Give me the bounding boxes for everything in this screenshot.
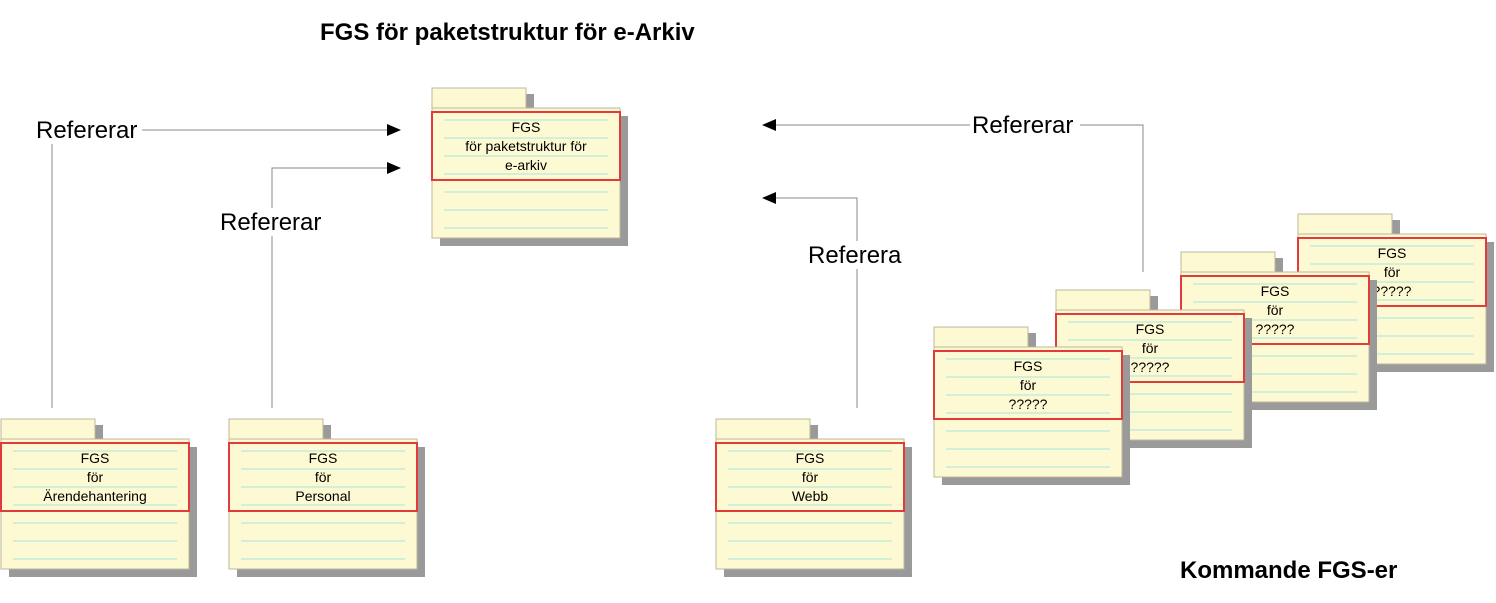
folder-central-line3: e-arkiv xyxy=(505,157,547,173)
label-referera-right-mid: Referera xyxy=(808,242,902,269)
folder-webb-line3: Webb xyxy=(792,488,829,504)
folder-future-2-line2: för xyxy=(1142,340,1159,356)
folder-future-4-line2: för xyxy=(1384,264,1401,280)
folders: FGS för????? FGS för????? FGS för????? FGS för?… xyxy=(0,87,1494,577)
folder-arendehantering-line2: för xyxy=(87,469,104,485)
folder-future-3-line2: för xyxy=(1267,302,1284,318)
folder-future-1-line3: ????? xyxy=(1009,396,1048,412)
folder-future-2-line1: FGS xyxy=(1136,321,1165,337)
connector-arende xyxy=(51,124,401,408)
label-refererar-left-mid: Refererar xyxy=(220,209,321,236)
folder-future-1-line2: för xyxy=(1020,377,1037,393)
future-caption: Kommande FGS-er xyxy=(1180,557,1397,584)
folder-future-2-line3: ????? xyxy=(1131,359,1170,375)
folder-arendehantering-line1: FGS xyxy=(81,450,110,466)
connector-future xyxy=(762,119,1144,272)
diagram-title: FGS för paketstruktur för e-Arkiv xyxy=(320,19,695,46)
folder-personal-line3: Personal xyxy=(295,488,350,504)
folder-central-line1: FGS xyxy=(512,119,541,135)
label-refererar-right-top: Refererar xyxy=(972,112,1073,139)
folder-arendehantering-line3: Ärendehantering xyxy=(43,488,147,504)
folder-personal-line1: FGS xyxy=(309,450,338,466)
folder-webb-line2: för xyxy=(802,469,819,485)
folder-future-3-line3: ????? xyxy=(1256,321,1295,337)
folder-central-line2: för paketstruktur för xyxy=(465,138,587,154)
folder-future-4-line3: ????? xyxy=(1373,283,1412,299)
folder-future-1: FGS för????? xyxy=(933,326,1130,485)
folder-personal-line2: för xyxy=(315,469,332,485)
connector-personal xyxy=(271,162,401,408)
folder-future-1-line1: FGS xyxy=(1014,358,1043,374)
folder-future-3-line1: FGS xyxy=(1261,283,1290,299)
folder-central: FGS för paketstruktur för e-arkiv xyxy=(431,87,628,246)
folder-webb-line1: FGS xyxy=(796,450,825,466)
connector-webb xyxy=(762,192,858,408)
label-refererar-left-top: Refererar xyxy=(36,117,137,144)
folder-future-4-line1: FGS xyxy=(1378,245,1407,261)
